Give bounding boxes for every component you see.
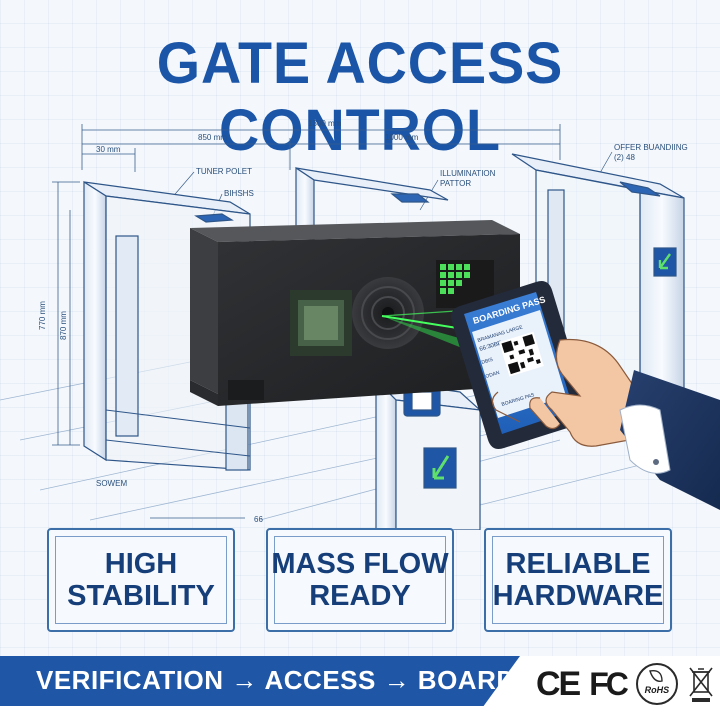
feature-mass-flow-ready: MASS FLOW READY (266, 528, 454, 632)
dimension-lines (52, 124, 561, 519)
qr-code (498, 331, 544, 377)
callout-illumination: ILLUMINATION (440, 169, 496, 178)
fc-mark: FC (589, 665, 629, 702)
crossed-bin-icon (689, 667, 713, 702)
page-title: GATE ACCESS CONTROL (156, 31, 564, 163)
front-kiosk (374, 378, 482, 531)
dim-870: 870 mm (59, 311, 68, 340)
dim-1300: 1300 mm (308, 119, 342, 128)
dim-770: 770 mm (38, 301, 47, 330)
middle-turnstile (295, 166, 449, 242)
rohs-badge: RoHS (635, 663, 678, 705)
phone-line4: ODAN (485, 370, 501, 380)
callout-offer: OFFER BUANDIING (614, 143, 688, 152)
feature-reliable-hardware: RELIABLE HARDWARE (484, 528, 672, 632)
feature-line1: RELIABLE (505, 548, 651, 580)
footer: VERIFICATION → ACCESS → BOARDING CE FC R… (0, 656, 720, 720)
feature-line2: READY (309, 580, 411, 612)
dimension-labels: 1300 mm 850 mm 30 mm 1000 mm 770 mm 870 … (38, 119, 688, 524)
feature-line2: STABILITY (67, 580, 215, 612)
callout-pattor: PATTOR (440, 179, 471, 188)
feature-line2: HARDWARE (492, 580, 664, 612)
footer-bar (0, 656, 520, 706)
weee-bin-icon (688, 664, 714, 704)
ce-mark: CE (536, 664, 581, 703)
certification-marks: CE FC RoHS (536, 662, 714, 706)
callout-sowem: SOWEM (96, 479, 127, 488)
feature-high-stability: HIGH STABILITY (47, 528, 235, 632)
dim-30: 30 mm (96, 145, 121, 154)
phone-line3: DBIS (481, 357, 495, 366)
leaf-icon (648, 670, 663, 682)
feature-line1: HIGH (104, 548, 178, 580)
callout-offer-sub: (2) 48 (614, 153, 635, 162)
rohs-label: RoHS (644, 685, 670, 695)
feature-panels: HIGH STABILITY MASS FLOW READY RELIABLE … (0, 528, 720, 640)
feature-line1: MASS FLOW (271, 548, 449, 580)
scene-illustration: 1300 mm 850 mm 30 mm 1000 mm 770 mm 870 … (0, 119, 720, 531)
callout-tuner-polet: TUNER POLET (196, 167, 252, 176)
workflow-label: VERIFICATION → ACCESS → BOARDING (36, 665, 564, 695)
dim-66: 66 (254, 515, 263, 524)
turnstile-scene: 1300 mm 850 mm 30 mm 1000 mm 770 mm 870 … (0, 110, 720, 531)
dim-850: 850 mm (198, 133, 227, 142)
hand (491, 338, 720, 510)
dim-1000: 1000 mm (385, 133, 419, 142)
callout-bihshs: BIHSHS (224, 189, 254, 198)
